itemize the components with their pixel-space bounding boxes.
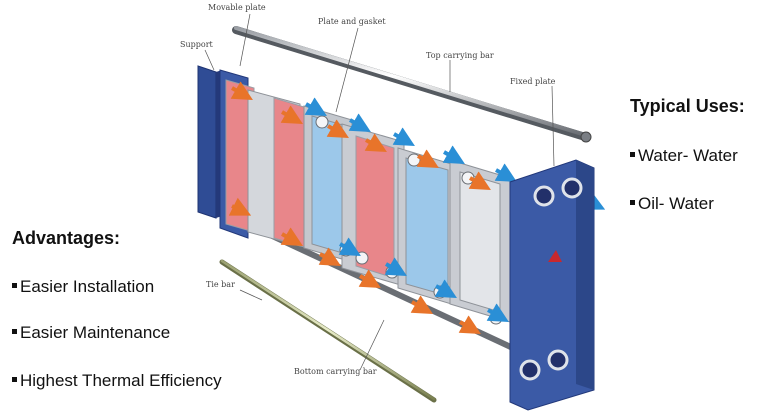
typical-use-item: Water- Water (630, 146, 738, 166)
heat-plate-9 (405, 157, 449, 297)
advantage-item: Highest Thermal Efficiency (12, 371, 222, 391)
callout-leaders (204, 13, 555, 371)
label-plate-and-gasket: Plate and gasket (318, 17, 386, 26)
advantage-label: Easier Installation (20, 277, 155, 296)
fixed-plate (509, 159, 595, 411)
label-bottom-carrying-bar: Bottom carrying bar (294, 367, 377, 376)
label-tie-bar: Tie bar (206, 280, 235, 289)
tie-bar (219, 259, 437, 403)
label-support: Support (180, 40, 213, 49)
support-frame (197, 65, 222, 219)
advantage-item: Easier Maintenance (12, 323, 170, 343)
label-movable-plate: Movable plate (208, 3, 266, 12)
label-top-carrying-bar: Top carrying bar (426, 51, 494, 60)
typical-use-label: Water- Water (638, 146, 738, 165)
logo-triangle (548, 250, 562, 262)
typical-uses-heading: Typical Uses: (630, 96, 745, 116)
advantage-item: Easier Installation (12, 277, 154, 297)
plate-pack (225, 79, 511, 325)
heat-plate-11 (459, 171, 501, 313)
advantages-heading: Advantages: (12, 228, 121, 248)
heat-plate-5 (311, 115, 347, 255)
advantage-label: Easier Maintenance (20, 323, 171, 342)
typical-use-label: Oil- Water (638, 194, 714, 213)
label-fixed-plate: Fixed plate (510, 77, 556, 86)
typical-use-item: Oil- Water (630, 194, 714, 214)
top-carrying-bar (232, 26, 592, 143)
advantage-label: Highest Thermal Efficiency (20, 371, 222, 390)
